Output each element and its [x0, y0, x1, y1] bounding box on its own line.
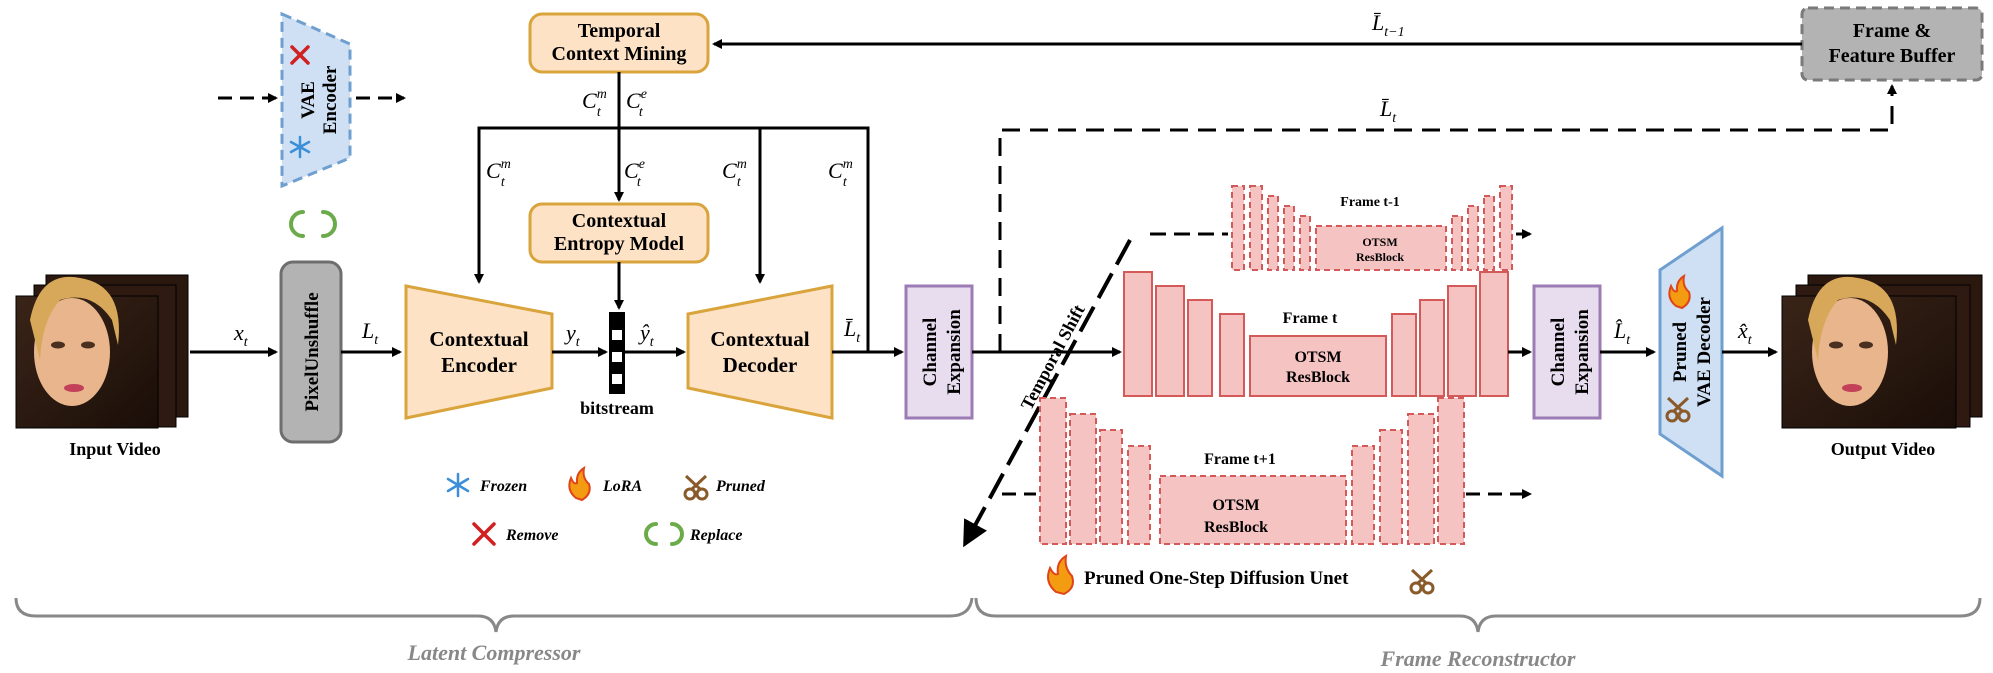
- temporal-shift-arrow: [963, 239, 1132, 548]
- frame-feature-buffer-block: [1800, 6, 1984, 82]
- yt-symbol: yt: [564, 320, 581, 350]
- replace-arrows-icon: [289, 210, 337, 238]
- unet-frame-prev: [1231, 185, 1513, 271]
- input-video-image: [15, 274, 189, 429]
- replace-arrows-icon: [644, 522, 684, 546]
- snowflake-icon: [289, 135, 311, 159]
- flame-icon-decoder: [1668, 273, 1691, 310]
- channel-expansion-left-block: [904, 284, 974, 420]
- output-video-image: [1781, 274, 1983, 429]
- contextual-encoder-block: [404, 284, 554, 420]
- scissors-icon-unet: [1409, 568, 1435, 595]
- xt-symbol: xt: [233, 320, 249, 350]
- flame-icon-unet: [1047, 554, 1074, 596]
- lt-symbol: Lt: [361, 318, 379, 348]
- xhat-symbol: x̂t: [1737, 318, 1753, 348]
- frame-reconstructor-label: Frame Reconstructor: [1380, 646, 1576, 671]
- legend-frozen: Frozen: [479, 478, 527, 495]
- flame-icon: [568, 465, 591, 502]
- yhat-symbol: ŷt: [638, 320, 655, 350]
- context-lines: [474, 72, 870, 352]
- legend: Frozen LoRA Pruned Remove Replace: [446, 465, 766, 546]
- lbar-symbol-decoder: L̄t: [843, 316, 861, 346]
- remove-x-icon: [472, 522, 496, 546]
- feedback-dashed-line: [998, 84, 1897, 352]
- temporal-shift-label: Temporal Shift: [1017, 301, 1089, 413]
- legend-lora: LoRA: [602, 478, 642, 495]
- lhat-symbol: L̂t: [1613, 318, 1631, 348]
- scissors-icon: [683, 474, 709, 501]
- legend-remove: Remove: [505, 527, 558, 544]
- latent-compressor-brace: [14, 597, 974, 633]
- legend-replace: Replace: [689, 527, 742, 544]
- contextual-decoder-block: [686, 284, 834, 420]
- frame-reconstructor-brace: [974, 597, 1982, 633]
- remove-x-icon: [290, 45, 310, 65]
- frame-feature-buffer-label: Frame &Feature Buffer: [1829, 20, 1956, 67]
- frame-next-label: Frame t+1: [1204, 451, 1276, 468]
- output-video-label: Output Video: [1831, 439, 1936, 459]
- frame-cur-label: Frame t: [1283, 310, 1338, 327]
- unet-frame-cur: [1123, 271, 1509, 397]
- vae-encoder-label: VAEEncoder: [298, 65, 341, 134]
- lbar-prev-symbol: L̄t−1: [1371, 10, 1405, 40]
- scissors-icon-decoder: [1665, 396, 1691, 423]
- legend-pruned: Pruned: [715, 478, 766, 495]
- lbar-feedback-symbol: L̄t: [1379, 96, 1397, 126]
- pixel-unshuffle-label: PixelUnshuffle: [302, 292, 323, 411]
- input-video-label: Input Video: [69, 439, 161, 459]
- unet-caption: Pruned One-Step Diffusion Unet: [1084, 568, 1349, 589]
- unet-frame-next: [1039, 397, 1465, 545]
- snowflake-icon: [446, 472, 470, 498]
- frame-prev-label: Frame t-1: [1340, 195, 1399, 210]
- latent-compressor-label: Latent Compressor: [407, 640, 581, 665]
- bitstream-symbol: [609, 312, 625, 394]
- bitstream-label: bitstream: [580, 398, 654, 418]
